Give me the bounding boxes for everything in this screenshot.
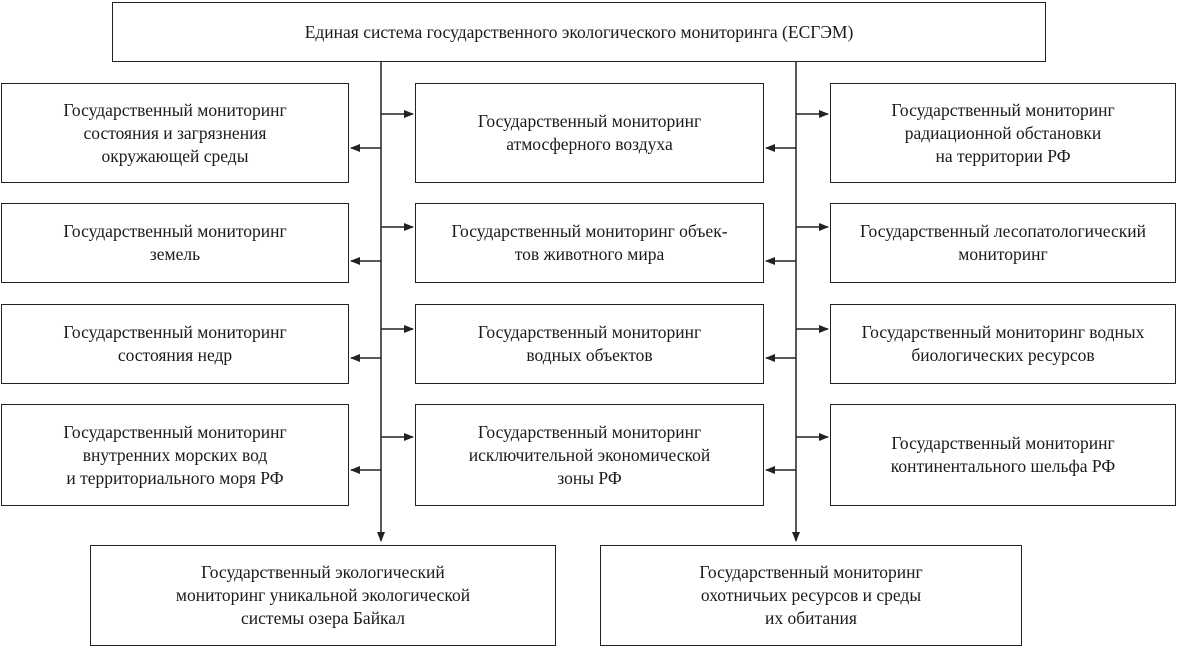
- box-line: Государственный лесопатологический: [859, 221, 1147, 241]
- box-line: и территориального моря РФ: [66, 467, 284, 488]
- box-line: Государственный мониторинг: [891, 99, 1115, 120]
- box-line: Государственный мониторинг объек-: [451, 221, 728, 241]
- box-line: Государственный мониторинг: [477, 421, 702, 442]
- root-box: Единая система государственного экологич…: [112, 2, 1046, 62]
- box-line: состояния недр: [117, 345, 233, 365]
- box-line: внутренних морских вод: [82, 444, 268, 465]
- box-line: мониторинг: [958, 244, 1048, 264]
- box-line: на территории РФ: [935, 145, 1071, 166]
- box-line: Государственный экологический: [201, 562, 445, 582]
- right-box-4: Государственный мониторинг континентально…: [830, 404, 1176, 506]
- box-line: тов животного мира: [514, 244, 665, 264]
- box-line: водных объектов: [526, 345, 653, 365]
- box-line: Государственный мониторинг: [891, 433, 1115, 453]
- middle-box-1: Государственный мониторинг атмосферного в…: [415, 83, 764, 183]
- box-line: Государственный мониторинг: [63, 421, 287, 442]
- box-line: земель: [149, 244, 201, 264]
- right-box-2: Государственный лесопатологический монито…: [830, 203, 1176, 283]
- box-line: системы озера Байкал: [241, 608, 405, 628]
- box-line: биологических ресурсов: [911, 345, 1095, 365]
- box-line: Государственный мониторинг водных: [861, 322, 1145, 342]
- box-line: мониторинг уникальной экологической: [175, 585, 471, 605]
- box-line: Государственный мониторинг: [699, 562, 923, 582]
- left-box-2: Государственный мониторинг земель: [1, 203, 349, 283]
- left-box-3: Государственный мониторинг состояния недр: [1, 304, 349, 384]
- box-line: радиационной обстановки: [904, 122, 1102, 143]
- middle-box-2: Государственный мониторинг объек-тов жив…: [415, 203, 764, 283]
- box-line: Государственный мониторинг: [63, 221, 287, 241]
- box-line: состояния и загрязнения: [83, 122, 267, 143]
- box-line: их обитания: [765, 608, 857, 628]
- box-line: окружающей среды: [101, 145, 249, 166]
- box-line: исключительной экономической: [468, 444, 711, 465]
- bottom-box-2: Государственный мониторинг охотничьих рес…: [600, 545, 1022, 646]
- box-line: Государственный мониторинг: [477, 111, 702, 131]
- root-title: Единая система государственного экологич…: [304, 21, 854, 42]
- box-line: атмосферного воздуха: [506, 134, 673, 154]
- bottom-box-1: Государственный экологический мониторинг …: [90, 545, 556, 646]
- box-line: Государственный мониторинг: [477, 322, 702, 342]
- box-line: континентального шельфа РФ: [890, 456, 1116, 476]
- right-box-3: Государственный мониторинг водных биологи…: [830, 304, 1176, 384]
- middle-box-3: Государственный мониторинг водных объекто…: [415, 304, 764, 384]
- box-line: Государственный мониторинг: [63, 99, 287, 120]
- box-line: охотничьих ресурсов и среды: [700, 585, 922, 605]
- box-line: Государственный мониторинг: [63, 322, 287, 342]
- box-line: зоны РФ: [557, 467, 622, 488]
